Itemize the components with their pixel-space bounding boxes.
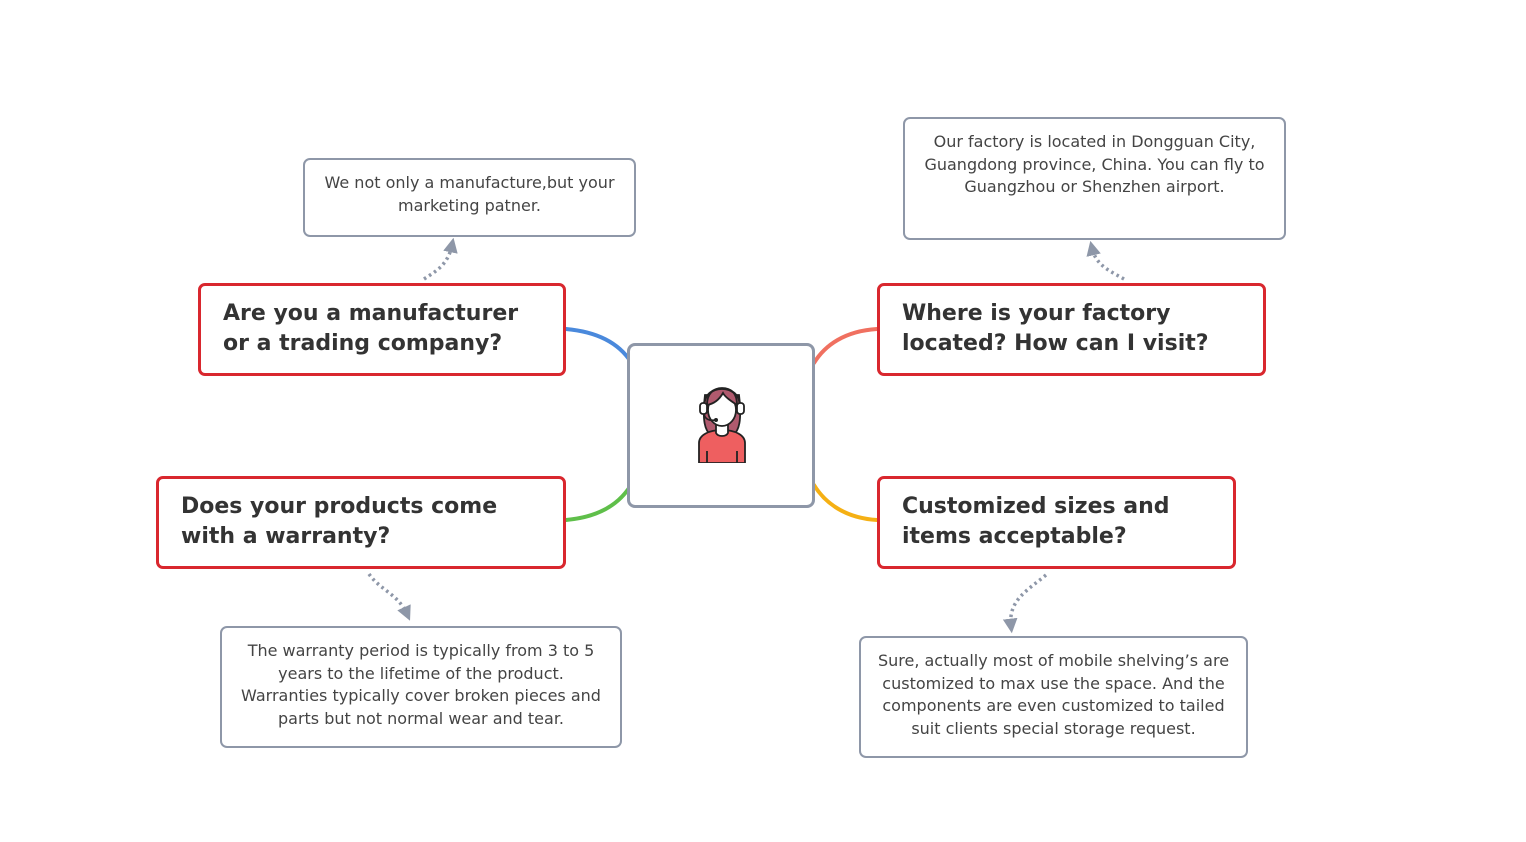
customer-service-agent-icon: [698, 387, 746, 463]
question-factory-location-text: Where is your factory located? How can I…: [902, 301, 1209, 356]
arrow-customized: [1002, 573, 1048, 634]
question-customized-text: Customized sizes and items acceptable?: [902, 494, 1170, 549]
branch-warranty: [564, 483, 633, 522]
arrow-factory: [1086, 240, 1125, 281]
answer-manufacturer: We not only a manufacture,but your marke…: [303, 158, 636, 237]
answer-factory-location-text: Our factory is located in Dongguan City,…: [924, 132, 1265, 196]
answer-manufacturer-text: We not only a manufacture,but your marke…: [324, 173, 615, 215]
question-warranty[interactable]: Does your products come with a warranty?: [156, 476, 566, 569]
branch-factory: [812, 327, 879, 365]
branch-customized: [812, 483, 879, 522]
answer-warranty: The warranty period is typically from 3 …: [220, 626, 622, 748]
question-manufacturer-text: Are you a manufacturer or a trading comp…: [223, 301, 519, 356]
question-customized[interactable]: Customized sizes and items acceptable?: [877, 476, 1236, 569]
question-manufacturer[interactable]: Are you a manufacturer or a trading comp…: [198, 283, 566, 376]
question-warranty-text: Does your products come with a warranty?: [181, 494, 498, 549]
answer-warranty-text: The warranty period is typically from 3 …: [241, 641, 601, 728]
arrow-warranty: [367, 572, 411, 621]
answer-factory-location: Our factory is located in Dongguan City,…: [903, 117, 1286, 240]
answer-customized-text: Sure, actually most of mobile shelving’s…: [877, 651, 1230, 738]
central-node: [627, 343, 815, 508]
answer-customized: Sure, actually most of mobile shelving’s…: [859, 636, 1248, 758]
arrow-manufacturer: [423, 237, 458, 281]
branch-manufacturer: [564, 327, 633, 364]
question-factory-location[interactable]: Where is your factory located? How can I…: [877, 283, 1266, 376]
